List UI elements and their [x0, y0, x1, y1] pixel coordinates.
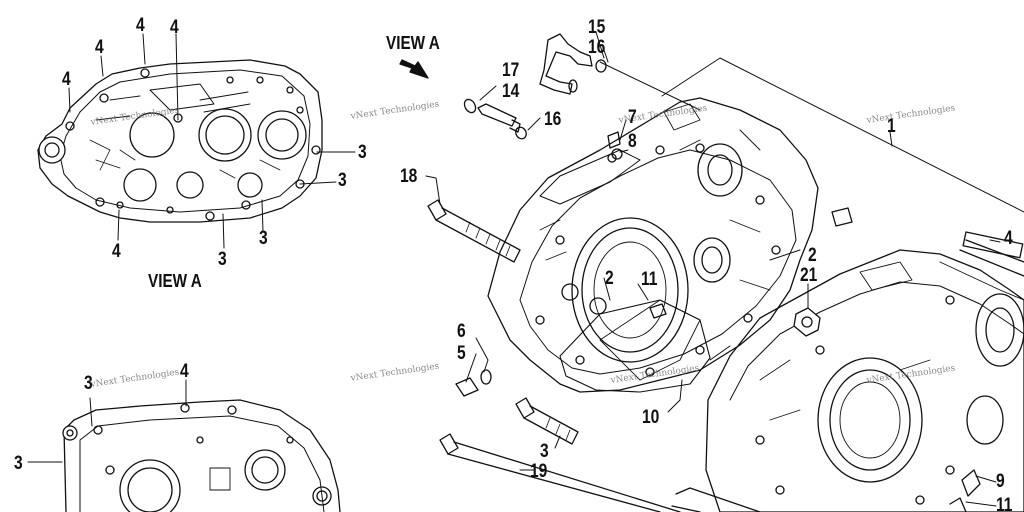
callout-3: 3 — [358, 142, 367, 163]
nut-21 — [793, 307, 821, 337]
callout-11: 11 — [641, 269, 658, 290]
callout-3: 3 — [338, 170, 347, 191]
gasket-10 — [559, 299, 711, 393]
view-a-leaders — [68, 33, 356, 249]
callout-4: 4 — [1004, 228, 1013, 249]
callout-4: 4 — [95, 37, 104, 58]
callout-10: 10 — [642, 407, 660, 428]
item-1-bracket — [661, 57, 1024, 213]
callout-4: 4 — [170, 17, 179, 38]
callout-8: 8 — [628, 131, 637, 152]
view-arrow-icon — [399, 59, 429, 79]
bolt-18 — [427, 199, 521, 263]
callout-5: 5 — [457, 343, 466, 364]
callout-4: 4 — [62, 69, 71, 90]
view-a-crankcase — [37, 59, 323, 223]
callout-19: 19 — [530, 461, 548, 482]
bolt-4-right — [959, 239, 1024, 277]
callout-1: 1 — [887, 116, 896, 137]
lower-crankcase — [27, 379, 341, 512]
bolt-lower-right — [671, 487, 761, 512]
callout-7: 7 — [628, 107, 637, 128]
callout-4: 4 — [112, 241, 121, 262]
callout-3: 3 — [14, 453, 23, 474]
pin-17-14 — [463, 98, 527, 140]
callout-3: 3 — [259, 228, 268, 249]
stud-11 — [649, 303, 667, 319]
callout-16: 16 — [588, 37, 606, 58]
callout-6: 6 — [457, 321, 466, 342]
leader-lines — [425, 31, 1001, 507]
plug-5-6 — [455, 369, 492, 397]
callout-2: 2 — [605, 268, 614, 289]
callout-3: 3 — [218, 249, 227, 270]
callout-3: 3 — [84, 373, 93, 394]
callout-14: 14 — [502, 81, 520, 102]
view-a-arrow-label: VIEW A — [386, 33, 440, 53]
callout-16: 16 — [544, 109, 562, 130]
fitting-8 — [607, 131, 623, 160]
bolt-19 — [439, 433, 681, 512]
callout-17: 17 — [502, 60, 520, 81]
callout-3: 3 — [540, 441, 549, 462]
dowel-2 — [831, 207, 853, 227]
callout-9: 9 — [996, 471, 1005, 492]
bolt-3-lower — [515, 397, 579, 445]
callout-4: 4 — [136, 15, 145, 36]
callout-2: 2 — [808, 245, 817, 266]
item-9-11-parts — [949, 469, 981, 512]
main-crankcase — [487, 97, 819, 393]
lever-15 — [539, 33, 607, 95]
view-a-caption: VIEW A — [148, 271, 202, 291]
callout-11: 11 — [996, 495, 1013, 512]
callout-4: 4 — [180, 361, 189, 382]
callout-21: 21 — [800, 265, 818, 286]
callout-18: 18 — [400, 166, 418, 187]
callout-15: 15 — [588, 17, 606, 38]
right-crankcase — [705, 231, 1024, 512]
